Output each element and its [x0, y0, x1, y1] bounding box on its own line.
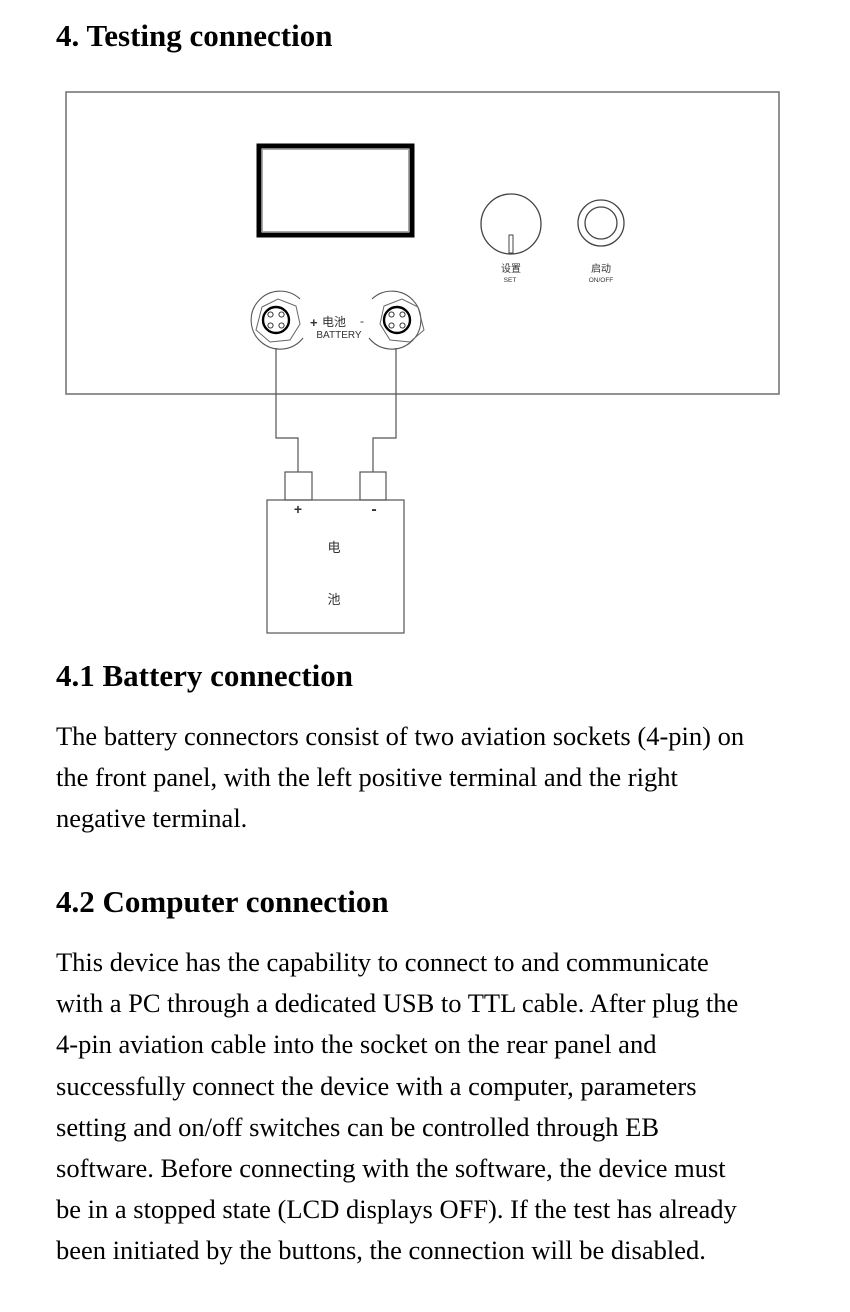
battery-pack-plus: +	[294, 501, 302, 517]
text-line: with a PC through a dedicated USB to TTL…	[56, 988, 739, 1019]
set-label-cn: 设置	[501, 263, 521, 275]
negative-aviation-socket	[368, 290, 425, 350]
text-line: setting and on/off switches can be contr…	[56, 1111, 659, 1142]
lcd-display	[256, 143, 415, 238]
set-label-en: SET	[504, 277, 517, 284]
battery-negative-terminal	[359, 471, 387, 501]
front-panel	[65, 91, 780, 395]
text-line: 4-pin aviation cable into the socket on …	[56, 1029, 657, 1060]
section-title: 4. Testing connection	[56, 18, 333, 53]
battery-pack	[266, 471, 405, 634]
positive-aviation-socket	[250, 290, 304, 350]
text-line: This device has the capability to connec…	[56, 947, 709, 977]
battery-plus-label: +	[310, 315, 318, 330]
battery-pack-minus: -	[371, 501, 376, 518]
onoff-label-en: ON/OFF	[589, 277, 614, 284]
negative-cable	[372, 348, 397, 472]
set-knob	[480, 193, 542, 255]
battery-positive-terminal	[284, 471, 313, 501]
text-line: successfully connect the device with a c…	[56, 1070, 697, 1101]
subsection-title-computer: 4.2 Computer connection	[56, 884, 389, 919]
text-line: been initiated by the buttons, the conne…	[56, 1235, 706, 1266]
positive-cable	[275, 348, 299, 472]
battery-pack-label-1: 电	[327, 541, 340, 556]
text-line: be in a stopped state (LCD displays OFF)…	[56, 1194, 737, 1225]
text-line: the front panel, with the left positive …	[56, 762, 678, 793]
subsection-title-battery: 4.1 Battery connection	[56, 658, 354, 693]
battery-pack-label-2: 池	[327, 593, 340, 608]
battery-label-en: BATTERY	[316, 330, 362, 341]
text-line: The battery connectors consist of two av…	[56, 721, 745, 751]
onoff-button	[577, 199, 625, 247]
paragraph-computer-connection: This device has the capability to connec…	[56, 942, 796, 1272]
text-line: negative terminal.	[56, 803, 248, 834]
battery-minus-label: -	[360, 314, 364, 328]
text-line: software. Before connecting with the sof…	[56, 1153, 726, 1184]
paragraph-battery-connection: The battery connectors consist of two av…	[56, 716, 796, 840]
onoff-label-cn: 启动	[591, 262, 611, 275]
battery-label-cn: 电池	[322, 315, 346, 329]
connection-diagram: 设置 SET 启动 ON/OFF + 电池 - BATTERY +	[65, 91, 780, 634]
